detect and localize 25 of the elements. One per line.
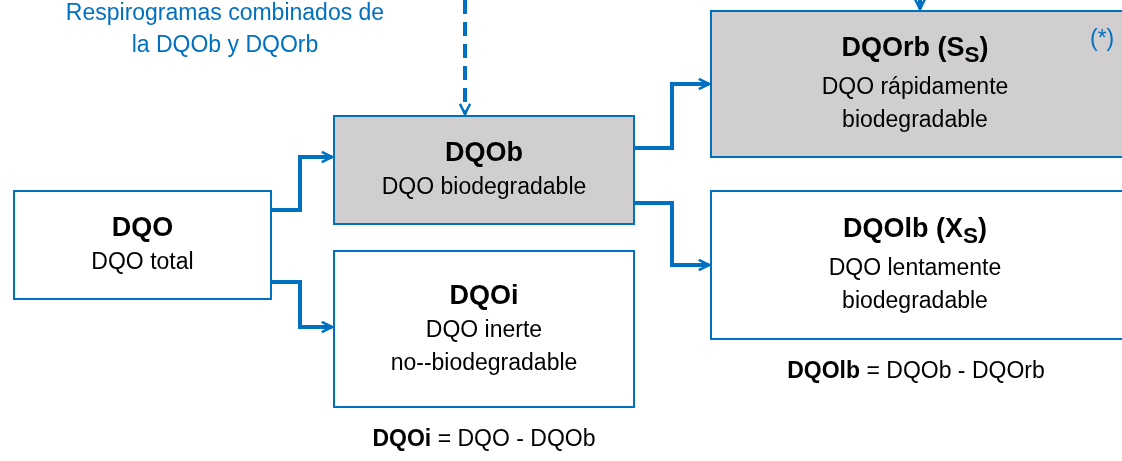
footnote-mark: (*) [1090,24,1116,53]
shaded-box [710,10,1122,158]
arrow [272,280,334,334]
box-heading: DQOlb (X$_{S}$) [843,212,987,251]
box-text: DQO biodegradable [381,172,587,202]
box-text: DQO rápidamente biodegradable [820,71,1010,135]
arrow [913,0,927,11]
arrow [635,77,711,150]
box-text: DQO total [91,247,194,277]
box-text: DQO inerte no--biodegradable [389,314,579,377]
box-heading: DQO [111,211,174,245]
box-text: DQO lentamente biodegradable [827,252,1003,316]
process-box [13,190,272,300]
process-box [710,190,1122,340]
box-heading: DQOb [445,136,523,170]
shaded-box [333,115,635,225]
box-heading: DQOi [449,278,519,312]
formula-text: DQOi = DQO - DQOb [371,424,597,453]
process-box [333,250,635,408]
arrow [272,150,334,212]
box-heading: DQOrb (S$_{S}$) [841,31,989,70]
arrow [635,201,711,272]
dashed-arrow [458,0,472,116]
formula-text: DQOlb = DQOb - DQOrb [786,356,1046,385]
note-text: Respirogramas combinados de la DQOb y DQOrb [64,0,386,60]
